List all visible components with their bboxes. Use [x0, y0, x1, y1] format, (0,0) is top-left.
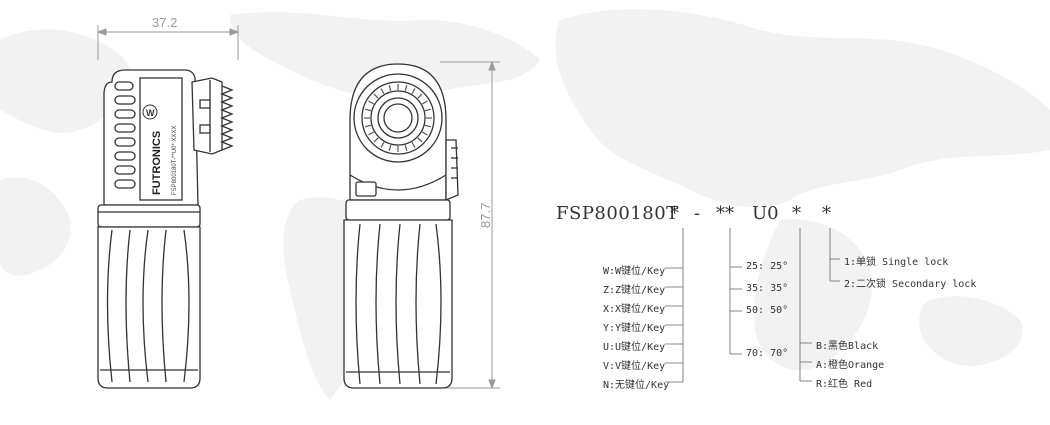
contact-mark	[421, 131, 428, 136]
lock-option-single: 1:单锁 Single lock	[844, 257, 949, 268]
color-option-red: R:红色 Red	[816, 379, 873, 390]
angle-option-50: 50: 50°	[746, 305, 789, 316]
contact-mark	[380, 141, 385, 148]
brand-logo-icon: W	[142, 104, 158, 120]
angle-option-35: 35: 35°	[746, 283, 789, 294]
brand-text: FUTRONICS	[151, 131, 163, 195]
contact-mark	[365, 124, 372, 128]
lock-option-secondary: 2:二次锁 Secondary lock	[844, 279, 977, 290]
contact-mark	[424, 124, 431, 128]
contact-mark	[421, 100, 428, 105]
connector-front-view	[343, 63, 459, 389]
contact-mark	[388, 144, 392, 151]
key-option-x: X:X键位/Key	[603, 304, 666, 315]
connector-side-view	[97, 69, 234, 389]
contact-mark	[368, 131, 375, 136]
key-option-y: Y:Y键位/Key	[603, 323, 666, 334]
code-token-color: *	[792, 203, 801, 224]
contact-mark	[417, 137, 423, 143]
code-token-key: *	[670, 203, 679, 224]
code-token-angle: **	[716, 203, 734, 224]
contact-mark	[365, 108, 372, 112]
color-option-black: B:黑色Black	[816, 341, 879, 352]
device-label-text: FSP800180T-**U0* XXXX	[172, 126, 178, 195]
width-dimension-label: 37.2	[152, 15, 178, 30]
contact-ring-marks	[364, 84, 432, 152]
color-option-orange: A:橙色Orange	[816, 360, 885, 371]
code-token-u0: U0	[752, 203, 779, 224]
key-option-w: W:W键位/Key	[603, 266, 666, 277]
svg-text:W: W	[146, 108, 155, 118]
code-token-dash: -	[694, 203, 701, 224]
contact-mark	[373, 93, 379, 99]
part-code-prefix: FSP800180T	[556, 203, 679, 224]
key-option-v: V:V键位/Key	[603, 361, 666, 372]
key-option-z: Z:Z键位/Key	[603, 285, 666, 296]
key-option-u: U:U键位/Key	[603, 342, 666, 353]
contact-mark	[417, 93, 423, 99]
angle-option-25: 25: 25°	[746, 261, 789, 272]
contact-mark	[404, 85, 408, 92]
angle-option-70: 70: 70°	[746, 348, 789, 359]
contact-mark	[380, 88, 385, 95]
contact-mark	[388, 85, 392, 92]
width-dimension-line	[96, 25, 240, 60]
code-token-lock: *	[822, 203, 831, 224]
height-dimension-line	[440, 60, 500, 390]
key-option-n: N:无键位/Key	[603, 380, 670, 391]
contact-mark	[368, 100, 375, 105]
code-leader-lines	[665, 228, 840, 383]
contact-mark	[424, 108, 431, 112]
contact-mark	[373, 137, 379, 143]
contact-mark	[404, 144, 408, 151]
height-dimension-label: 87.7	[478, 202, 493, 228]
contact-mark	[411, 88, 416, 95]
contact-mark	[411, 141, 416, 148]
